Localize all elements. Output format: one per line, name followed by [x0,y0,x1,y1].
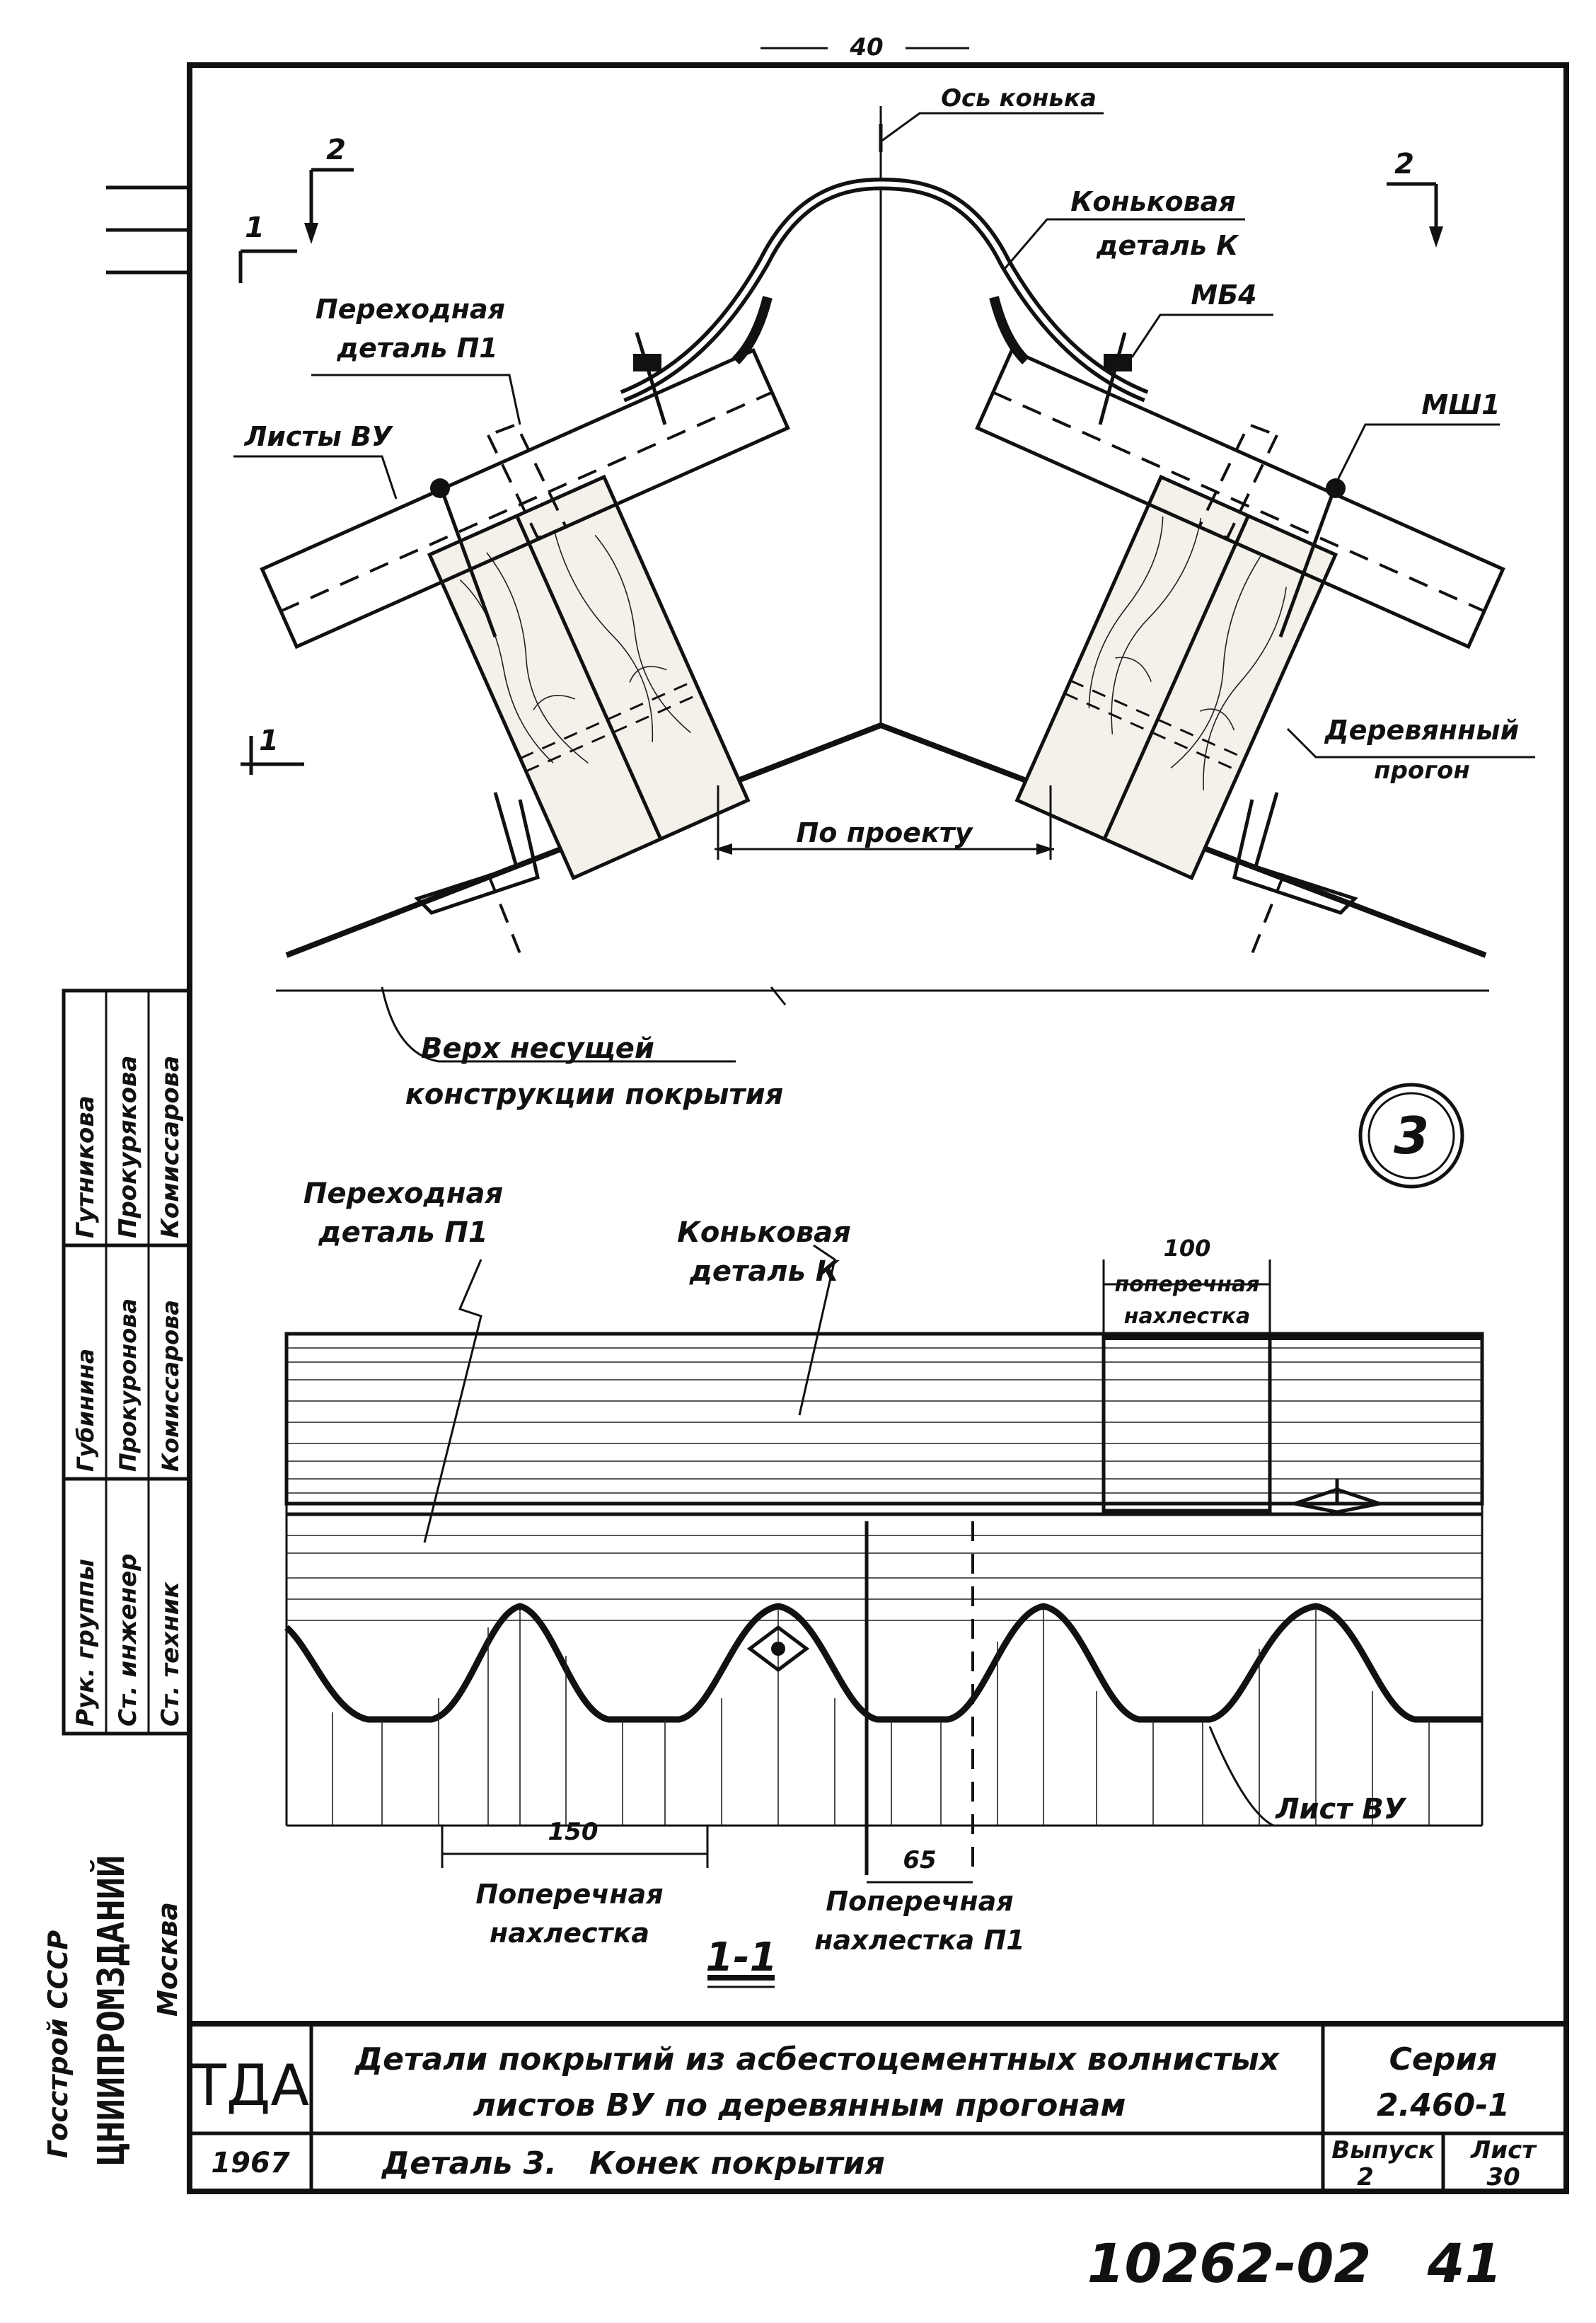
org-city: Москва [152,1902,183,2017]
ridge-bolt-right [1098,332,1132,425]
transition-detail-leader-bottom [423,1259,482,1543]
sheet-value: 30 [1486,2163,1520,2191]
right-bearing-bracket [1232,792,1358,915]
ridge-section-drawing: 2 1 2 1 [233,106,1535,1063]
stamp-name-3: Комиссарова [156,1056,185,1238]
label-dim-65: 65 [903,1846,936,1874]
detail-number-badge: 3 [1358,1083,1464,1189]
ridge-detail-leader-bottom [798,1244,836,1416]
label-bolt-msh1: МШ1 [1421,389,1500,420]
ridge-axis-leader [880,112,1104,143]
section-1-1-drawing [284,1244,1484,1988]
stamp-role-1: Рук. группы [71,1559,100,1727]
label-dim-100: 100 [1164,1235,1211,1262]
year: 1967 [211,2147,289,2179]
sheet-vu-leader [1208,1726,1387,1827]
stamp-signature-2: Прокуронова [115,1298,141,1472]
ridge-bolt-left [633,332,667,425]
binding-marks [106,185,190,275]
stamp-role-3: Ст. техник [156,1581,185,1727]
left-roof-sheet [260,347,790,650]
side-stamp-table [62,988,192,1736]
section-mark-2-right: 2 [1387,148,1443,248]
svg-text:2: 2 [326,134,346,166]
purlin-leader [1286,727,1535,759]
label-overlap-left-1: Поперечная [475,1879,663,1910]
sheets-leader [233,455,398,500]
transition-detail-leader [311,374,521,425]
label-overlap-mid-2: нахлестка П1 [814,1925,1024,1956]
label-ridge-axis: Ось конька [941,84,1097,113]
label-per-project: По проекту [796,817,973,848]
label-sheet-vu: Лист ВУ [1275,1793,1407,1826]
msh1-leader [1336,423,1500,482]
page-number: 40 [849,33,883,62]
label-bolt-mb4: МБ4 [1191,279,1256,311]
top-overlap-region [1101,1332,1272,1513]
label-sheets-vu: Листы ВУ [244,421,393,452]
left-transition-piece [486,422,568,540]
detail-number: 3 [1394,1106,1429,1165]
label-purlin-2: прогон [1374,756,1470,785]
corrugated-sheet-profile [284,1603,1482,1723]
stamp-name-2: Прокурякова [114,1056,142,1238]
label-overlap-left-2: нахлестка [490,1918,649,1949]
issue-label: Выпуск [1331,2136,1435,2165]
section-mark-1-bottom: 1 [241,725,304,775]
label-transition-1: Переходная [316,294,505,325]
title-line-1: Детали покрытий из асбестоцементных волн… [354,2041,1280,2077]
issue-value: 2 [1357,2163,1374,2191]
label-b-ridge-2: деталь К [689,1255,840,1288]
sheet-bolt-right [1278,478,1346,638]
archive-number: 10262-02 41 [1087,2232,1503,2295]
sheet-label: Лист [1470,2136,1537,2165]
left-bearing-bracket [414,792,540,915]
tda-mark: ТДА [191,2053,309,2119]
label-b-transition-1: Переходная [303,1177,503,1210]
label-b-ridge-1: Коньковая [677,1216,851,1249]
sheet-bolt-left [430,478,497,638]
title-line-2: листов ВУ по деревянным прогонам [473,2087,1126,2123]
series-label: Серия [1389,2041,1498,2077]
label-purlin-1: Деревянный [1324,715,1520,746]
label-structure-top-1: Верх несущей [421,1032,654,1065]
section-mark-2-left: 2 [304,134,354,244]
structure-top-leader [381,986,736,1063]
org-ministry: Госстрой СССР [42,1930,74,2158]
ridge-fastener [1288,1487,1387,1514]
ridge-detail-k [620,177,1149,403]
label-transition-2: деталь П1 [336,333,497,364]
series-value: 2.460-1 [1377,2087,1510,2123]
svg-text:1: 1 [245,212,265,244]
crest-washer [746,1625,810,1673]
label-overlap-top-1: поперечная [1114,1272,1259,1297]
stamp-role-2: Ст. инженер [114,1553,142,1727]
subtitle: Деталь 3. Конек покрытия [381,2145,885,2181]
right-transition-piece [1197,422,1279,540]
title-block [190,2021,1566,2191]
ridge-piece-elevation [284,1332,1484,1506]
label-dim-150: 150 [548,1818,598,1846]
section-mark-1-left: 1 [238,212,297,283]
stamp-signature-3: Комиссарова [157,1300,184,1472]
section-title: 1-1 [705,1935,777,1981]
label-ridge-detail-1: Коньковая [1070,186,1235,217]
org-institute: ЦНИИПРОМЗДАНИЙ [90,1855,133,2165]
label-overlap-top-2: нахлестка [1124,1304,1250,1329]
svg-text:2: 2 [1394,148,1414,180]
stamp-name-1: Гутникова [71,1095,100,1238]
right-roof-sheet [975,347,1505,650]
svg-text:1: 1 [259,725,279,757]
mb4-leader [1130,313,1273,358]
stamp-signature-1: Губинина [72,1349,99,1472]
label-structure-top-2: конструкции покрытия [405,1078,784,1111]
label-overlap-mid-1: Поперечная [826,1886,1013,1917]
ridge-detail-leader [1003,218,1245,270]
label-ridge-detail-2: деталь К [1096,230,1239,261]
label-b-transition-2: деталь П1 [318,1216,487,1249]
